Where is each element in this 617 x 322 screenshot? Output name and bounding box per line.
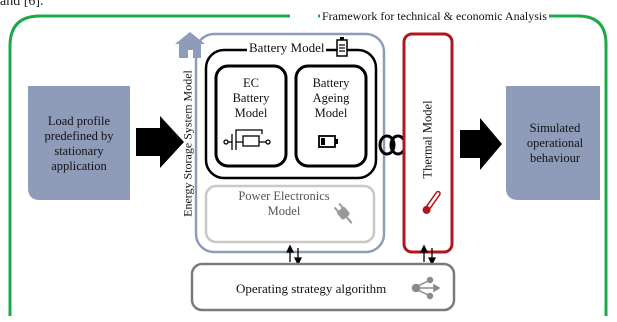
ess-title: Energy Storage System Model (180, 70, 195, 217)
power-electronics-box (204, 184, 376, 244)
ec-battery-box (214, 64, 288, 168)
ageing-box (294, 64, 368, 168)
thermal-label: Thermal Model (420, 100, 435, 179)
operating-strategy-box (190, 262, 456, 312)
thermometer-icon (422, 190, 441, 214)
caption-fragment: and [6]. (0, 0, 44, 9)
ec-battery-label: EC Battery Model (232, 76, 270, 120)
arrow-input-to-ess (136, 116, 184, 168)
plug-icon (333, 203, 353, 224)
thermal-box (402, 32, 454, 254)
arrow-thermal-to-output (460, 118, 502, 170)
operating-strategy-label: Operating strategy algorithm (236, 281, 387, 296)
output-box (506, 86, 600, 200)
power-electronics-label: Power Electronics Model (238, 189, 330, 218)
battery-icon (336, 37, 348, 57)
framework-outline (8, 14, 608, 316)
input-box (28, 86, 130, 200)
framework-title: Framework for technical & economic Analy… (320, 9, 549, 24)
battery-model-title: Battery Model (247, 40, 327, 56)
ageing-label: Battery Ageing Model (312, 76, 350, 120)
home-icon (175, 32, 205, 58)
input-label: Load profile predefined by stationary ap… (44, 114, 114, 173)
battery-small-icon (318, 135, 338, 148)
ess-operating-arrows (285, 244, 303, 266)
share-icon (411, 276, 441, 300)
capacitor-resistor-icon (223, 129, 271, 150)
thermal-operating-arrows (419, 244, 437, 266)
output-label: Simulated operational behaviour (526, 121, 584, 165)
